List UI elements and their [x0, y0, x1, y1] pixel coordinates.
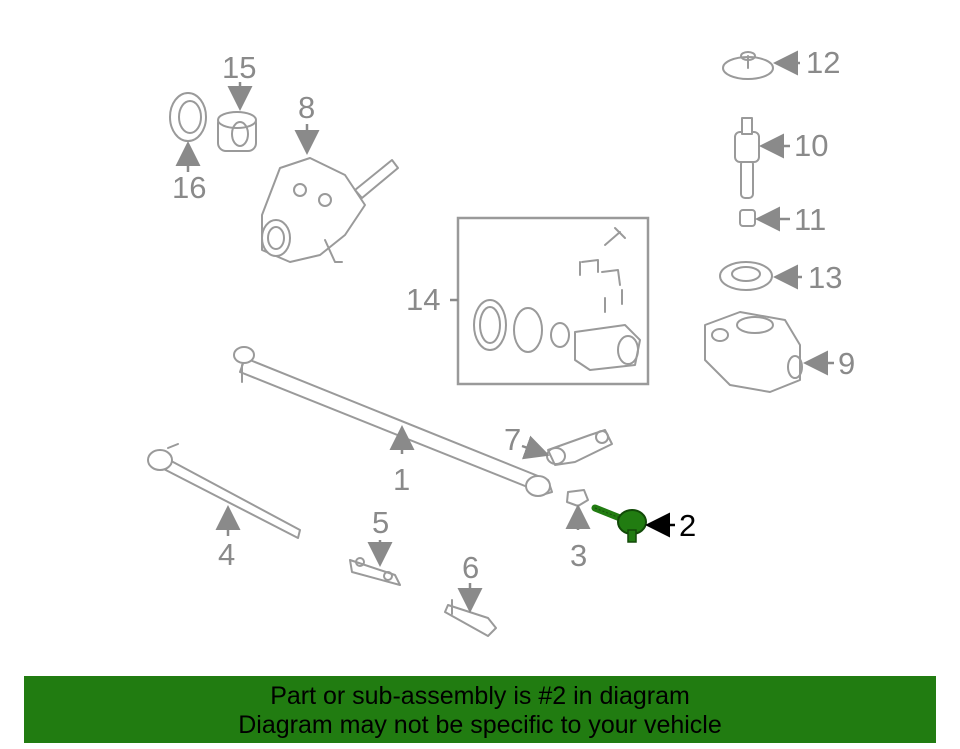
part-10-sector-shaft [734, 117, 760, 199]
callout-5: 5 [372, 505, 389, 540]
banner-line-2: Diagram may not be specific to your vehi… [238, 711, 722, 739]
callout-2: 2 [679, 508, 696, 543]
parts-diagram: 15 16 8 14 12 10 11 13 9 7 1 3 2 4 5 6 [147, 45, 855, 637]
part-notice-banner: Part or sub-assembly is #2 in diagram Di… [24, 676, 936, 743]
part-5-sleeve [349, 557, 401, 586]
part-7-pitman-arm [546, 429, 613, 466]
callout-6: 6 [462, 550, 479, 585]
part-2-tie-rod-end [591, 504, 647, 543]
arrow-7 [521, 435, 550, 460]
part-15-bushing [217, 111, 257, 152]
callout-12: 12 [806, 45, 840, 80]
callout-15: 15 [222, 50, 256, 85]
callout-9: 9 [838, 346, 855, 381]
callout-3: 3 [570, 538, 587, 573]
callout-16: 16 [172, 170, 206, 205]
part-14-seal-kit [456, 216, 650, 386]
banner-line-1: Part or sub-assembly is #2 in diagram [270, 682, 690, 710]
part-16-seal [169, 92, 207, 142]
part-3-nut [566, 489, 589, 507]
callout-4: 4 [218, 537, 235, 572]
callout-1: 1 [393, 462, 410, 497]
callout-7: 7 [504, 422, 521, 457]
part-4-tie-rod [147, 443, 301, 539]
callout-11: 11 [794, 202, 826, 237]
callout-13: 13 [808, 260, 842, 295]
part-8-steering-gear [261, 157, 399, 263]
part-12-cover [722, 51, 774, 80]
callout-10: 10 [794, 128, 828, 163]
part-11-bushing [739, 209, 756, 227]
callout-14: 14 [406, 282, 440, 317]
callout-8: 8 [298, 90, 315, 125]
part-13-gasket [719, 261, 773, 291]
part-9-housing [704, 311, 803, 393]
